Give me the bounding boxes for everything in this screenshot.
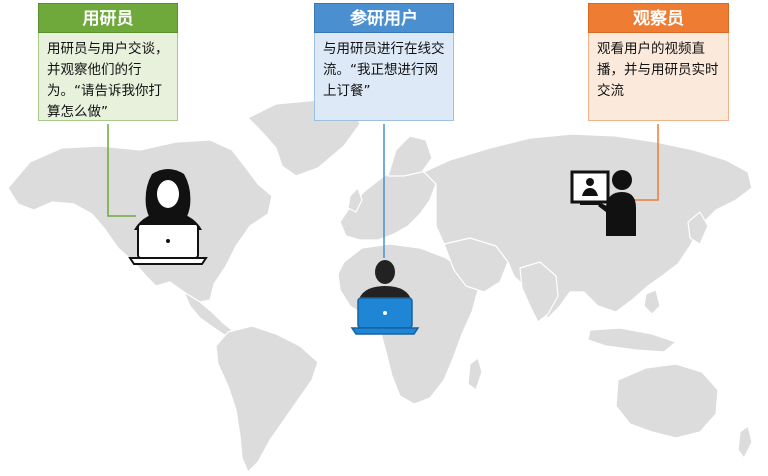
researcher-title: 用研员 [38, 3, 178, 33]
japan-shape [687, 211, 709, 245]
observer-screen-icon [570, 170, 636, 236]
observer-callout: 观察员 观看用户的视频直播，并与用研员实时交流 [588, 3, 729, 121]
researcher-description: 用研员与用户交谈，并观察他们的行为。“请告诉我你打算怎么做” [38, 33, 178, 121]
asia-shape [423, 133, 753, 319]
philippines-shape [643, 289, 661, 315]
india-shape [519, 261, 559, 323]
australia-shape [615, 363, 719, 439]
researcher-connector [107, 124, 136, 217]
observer-connector [632, 124, 659, 201]
south-america-shape [215, 325, 319, 473]
participant-callout: 参研用户 与用研员进行在线交流。“我正想进行网上订餐” [314, 3, 454, 121]
madagascar-shape [467, 357, 483, 391]
indonesia-shape [587, 327, 677, 353]
europe-shape [339, 167, 437, 241]
observer-title: 观察员 [588, 3, 729, 33]
scandinavia-shape [387, 135, 433, 177]
researcher-callout: 用研员 用研员与用户交谈，并观察他们的行为。“请告诉我你打算怎么做” [38, 3, 178, 121]
participant-title: 参研用户 [314, 3, 454, 33]
participant-description: 与用研员进行在线交流。“我正想进行网上订餐” [314, 33, 454, 121]
observer-description: 观看用户的视频直播，并与用研员实时交流 [588, 33, 729, 121]
researcher-laptop-icon [128, 169, 208, 265]
north-america-shape [7, 139, 273, 303]
participant-laptop-icon [350, 260, 420, 335]
uk-shape [347, 187, 363, 213]
new-zealand-shape [737, 425, 753, 459]
